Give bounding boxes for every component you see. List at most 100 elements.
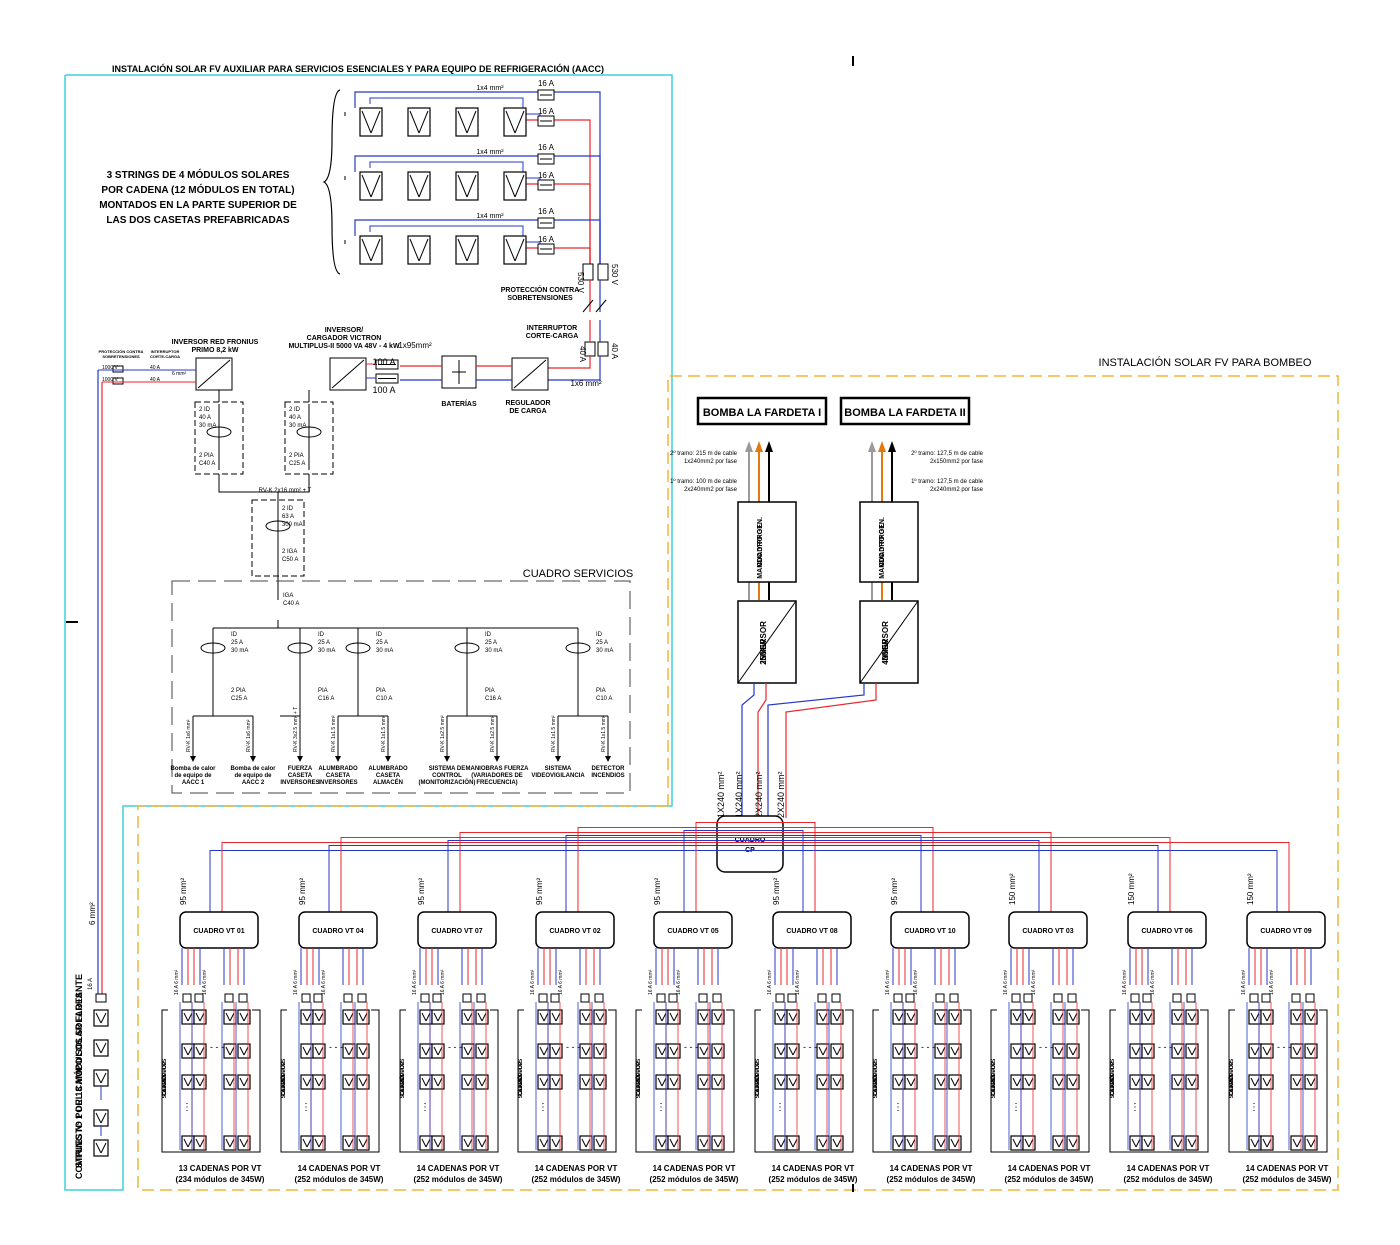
pv-module-diag xyxy=(1262,1046,1268,1056)
pump-inverter-label: 400kW xyxy=(881,639,890,665)
string-cable-label: 16 A 6 mm² xyxy=(530,969,536,995)
pv-module-diag xyxy=(818,1046,824,1056)
ellipsis: - - - xyxy=(329,1042,343,1052)
ellipsis: - - - xyxy=(566,1042,580,1052)
pv-module xyxy=(948,1009,962,1025)
pv-module-diag xyxy=(1306,1138,1312,1148)
breaker-label: PIA xyxy=(376,688,386,694)
pv-module-diag xyxy=(954,1138,960,1148)
breaker-label: C40 A xyxy=(199,461,215,467)
vt-feeder xyxy=(209,850,717,880)
pv-module-diag xyxy=(477,1138,483,1148)
pv-module-diag xyxy=(1292,1012,1298,1022)
victron-label: MULTIPLUS-II 5000 VA 48V - 4 kW xyxy=(288,343,400,350)
pv-module-diag xyxy=(187,1077,193,1087)
pv-module xyxy=(1260,1009,1274,1025)
pv-module-diag xyxy=(318,1138,324,1148)
pv-module-diag xyxy=(599,1046,605,1056)
cuadro-gen-label: CUADRO GEN. xyxy=(879,517,886,567)
pv-module-diag xyxy=(585,1077,591,1087)
string-cable-label: 16 A 6 mm² xyxy=(1150,969,1156,995)
string-bracket xyxy=(990,1009,1090,1153)
pv-module-diag xyxy=(348,1046,354,1056)
pv-module xyxy=(475,1043,489,1059)
ellipsis: ⋮ xyxy=(182,1102,192,1113)
string-cable-label: 16 A 6 mm² xyxy=(1122,969,1128,995)
pv-module xyxy=(667,1074,681,1090)
pv-module-diag xyxy=(505,110,516,134)
pv-module-diag xyxy=(894,1138,900,1148)
rcd-label: 2 ID xyxy=(199,407,211,413)
pv-module-diag xyxy=(936,1012,942,1022)
pv-module-diag xyxy=(229,1046,235,1056)
pv-module-diag xyxy=(183,1077,189,1087)
pv-module-diag xyxy=(1187,1046,1193,1056)
pv-module-diag xyxy=(437,1046,443,1056)
pv-module-diag xyxy=(788,1012,794,1022)
string-positive-wire xyxy=(525,183,591,270)
breaker-label: 2 PIA xyxy=(199,453,214,459)
vt-feeder xyxy=(340,837,717,880)
tramo-label: 1º tramo: 127,5 m de cable xyxy=(911,478,984,485)
pv-module-diag xyxy=(661,1077,667,1087)
phase-arrow xyxy=(755,441,763,452)
pv-module-diag xyxy=(1177,1138,1183,1148)
pv-module-diag xyxy=(306,1012,312,1022)
string-fuse-icon xyxy=(476,993,486,1003)
pv-module-diag xyxy=(1054,1012,1060,1022)
cuadro-servicios-title: CUADRO SERVICIOS xyxy=(523,568,633,580)
vt-feeder xyxy=(717,840,1040,880)
ellipsis: - - - xyxy=(1158,1042,1172,1052)
vt-name: CUADRO VT 07 xyxy=(431,928,482,935)
cuadro-gen-label: MANDO Y PROT. xyxy=(757,523,764,578)
surge-label: PROTECCIÓN CONTRA xyxy=(501,285,580,294)
load-label: SISTEMA xyxy=(545,766,572,772)
pv-module-diag xyxy=(100,1072,107,1084)
pv-module-diag xyxy=(302,1138,308,1148)
pv-module-diag xyxy=(314,1012,320,1022)
pv-module-diag xyxy=(950,1138,956,1148)
diag xyxy=(197,359,231,389)
switch-blade xyxy=(595,299,607,313)
pv-module xyxy=(593,1074,607,1090)
pv-module-diag xyxy=(477,1077,483,1087)
rcd-label: ID xyxy=(318,632,325,638)
vt-cable-label: 95 mm² xyxy=(653,878,662,905)
vt-name: CUADRO VT 05 xyxy=(667,928,718,935)
pv-module-diag xyxy=(832,1012,838,1022)
rcd-icon xyxy=(454,642,480,654)
pv-module-diag xyxy=(433,1077,439,1087)
string-fuse-icon xyxy=(1130,993,1140,1003)
vt-count: 14 CADENAS POR VT xyxy=(653,1164,736,1173)
pv-module-diag xyxy=(657,1077,663,1087)
pv-module-diag xyxy=(1292,1138,1298,1148)
string-cable-label: 16 A 6 mm² xyxy=(558,969,564,995)
load-label: Bomba de calor xyxy=(170,766,216,772)
pv-module xyxy=(356,1135,370,1151)
pv-module-diag xyxy=(1266,1046,1272,1056)
pv-module xyxy=(711,1009,725,1025)
ellipsis: ⋮ xyxy=(656,1102,666,1113)
pv-module-diag xyxy=(1135,1046,1141,1056)
pv-module-diag xyxy=(187,1138,193,1148)
phase-arrow xyxy=(745,441,753,452)
pv-module xyxy=(237,1074,251,1090)
vt-count: 13 CADENAS POR VT xyxy=(179,1164,262,1173)
pv-module-diag xyxy=(906,1077,912,1087)
mm6: 6 mm² xyxy=(172,371,187,377)
pv-module-diag xyxy=(344,1012,350,1022)
pv-module xyxy=(904,1043,918,1059)
pv-module-diag xyxy=(661,1012,667,1022)
pv-module-diag xyxy=(1143,1012,1149,1022)
pv-module-diag xyxy=(713,1077,719,1087)
vt-feeder xyxy=(683,830,717,880)
surge-protector-icon xyxy=(112,377,124,385)
pv-module xyxy=(593,1135,607,1151)
pv-module-diag xyxy=(898,1046,904,1056)
string-fuse-icon xyxy=(668,993,678,1003)
pv-module-diag xyxy=(1058,1077,1064,1087)
pv-module-diag xyxy=(314,1138,320,1148)
load-label: AACC 1 xyxy=(182,780,205,786)
pv-module-diag xyxy=(195,1046,201,1056)
